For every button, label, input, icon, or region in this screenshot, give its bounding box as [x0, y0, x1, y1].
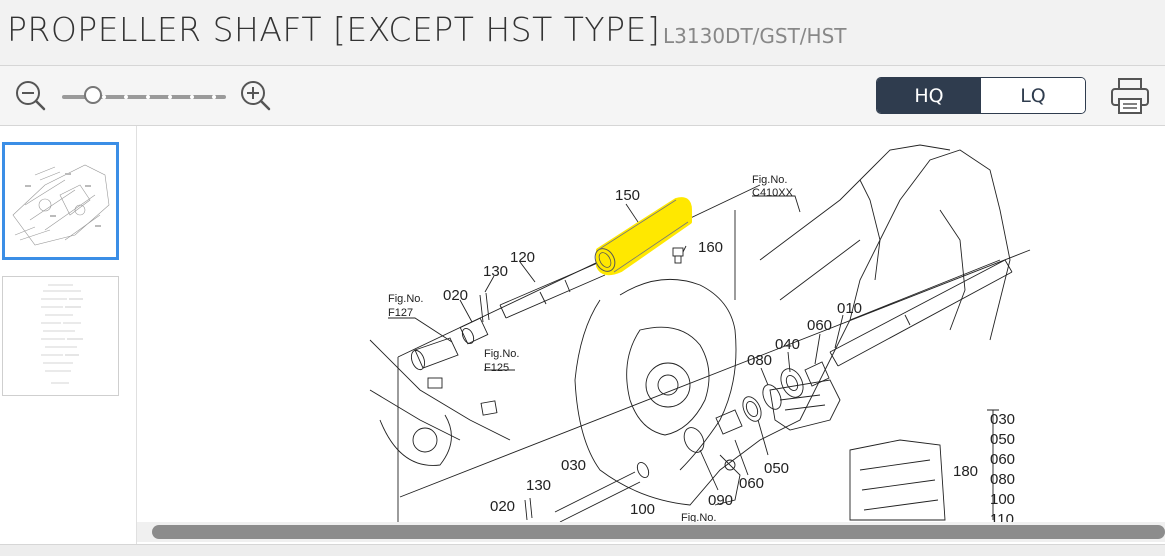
label-090: 090: [708, 492, 733, 509]
slider-tick: [124, 95, 128, 99]
slider-tick: [102, 95, 106, 99]
thumbnail-diagram[interactable]: [2, 142, 119, 260]
exploded-parts-diagram: 150 160 120 130 020 010 060 040 080 050 …: [369, 144, 1031, 528]
diagram-thumbnail-image: [12, 164, 110, 246]
label-160: 160: [698, 239, 723, 256]
side-label-column: 030 050 060 080 100 110: [990, 411, 1015, 528]
side-label-080: 080: [990, 471, 1015, 488]
zoom-slider-handle[interactable]: [84, 86, 102, 104]
label-130a: 130: [483, 263, 508, 280]
label-100: 100: [630, 501, 655, 518]
slider-tick: [168, 95, 172, 99]
label-030: 030: [561, 457, 586, 474]
fig-ref-number: F127: [388, 307, 413, 319]
quality-toggle: HQ LQ: [876, 77, 1086, 114]
hq-button[interactable]: HQ: [877, 78, 981, 113]
slider-tick: [190, 95, 194, 99]
zoom-slider[interactable]: [62, 86, 226, 104]
part-160[interactable]: [672, 247, 684, 264]
diagram-labels: 150 160 120 130 020 010 060 040 080 050 …: [443, 187, 978, 518]
diagram-viewer[interactable]: 150 160 120 130 020 010 060 040 080 050 …: [137, 126, 1165, 544]
fig-ref-number: F125: [484, 362, 509, 374]
parts-list-thumbnail-image: [41, 284, 83, 384]
fig-ref-label: Fig.No.: [484, 348, 519, 360]
figure-references: Fig.No. C410XX Fig.No. F127 Fig.No. F125…: [388, 174, 794, 524]
side-label-030: 030: [990, 411, 1015, 428]
label-020a: 020: [443, 287, 468, 304]
label-130b: 130: [526, 477, 551, 494]
zoom-slider-track: [62, 95, 226, 99]
page-header: PROPELLER SHAFT [EXCEPT HST TYPE] L3130D…: [0, 0, 1165, 66]
page-footer: [0, 544, 1165, 556]
label-060b: 060: [739, 475, 764, 492]
side-label-100: 100: [990, 491, 1015, 508]
label-180: 180: [953, 463, 978, 480]
fig-ref-number: C410XX: [752, 187, 794, 199]
printer-icon[interactable]: [1110, 77, 1150, 115]
horizontal-scrollbar-thumb[interactable]: [152, 525, 1165, 539]
label-020b: 020: [490, 498, 515, 515]
model-subtitle: L3130DT/GST/HST: [663, 24, 847, 48]
fig-ref-label: Fig.No.: [388, 293, 423, 305]
thumbnail-parts-list[interactable]: [2, 276, 119, 396]
label-150: 150: [615, 187, 640, 204]
side-label-050: 050: [990, 431, 1015, 448]
lq-button[interactable]: LQ: [981, 78, 1085, 113]
label-060a: 060: [807, 317, 832, 334]
zoom-out-icon[interactable]: [13, 78, 47, 112]
slider-tick: [212, 95, 216, 99]
label-120: 120: [510, 249, 535, 266]
label-080: 080: [747, 352, 772, 369]
zoom-in-icon[interactable]: [238, 78, 272, 112]
diagram-linework: [369, 144, 1031, 523]
label-050: 050: [764, 460, 789, 477]
fig-ref-label: Fig.No.: [681, 512, 716, 524]
slider-tick: [146, 95, 150, 99]
label-010: 010: [837, 300, 862, 317]
fig-ref-label: Fig.No.: [752, 174, 787, 186]
page-thumbnails-sidebar: [0, 126, 137, 544]
page-title: PROPELLER SHAFT [EXCEPT HST TYPE]: [7, 10, 661, 49]
label-040: 040: [775, 336, 800, 353]
side-label-060: 060: [990, 451, 1015, 468]
part-150-highlight[interactable]: [591, 197, 692, 276]
